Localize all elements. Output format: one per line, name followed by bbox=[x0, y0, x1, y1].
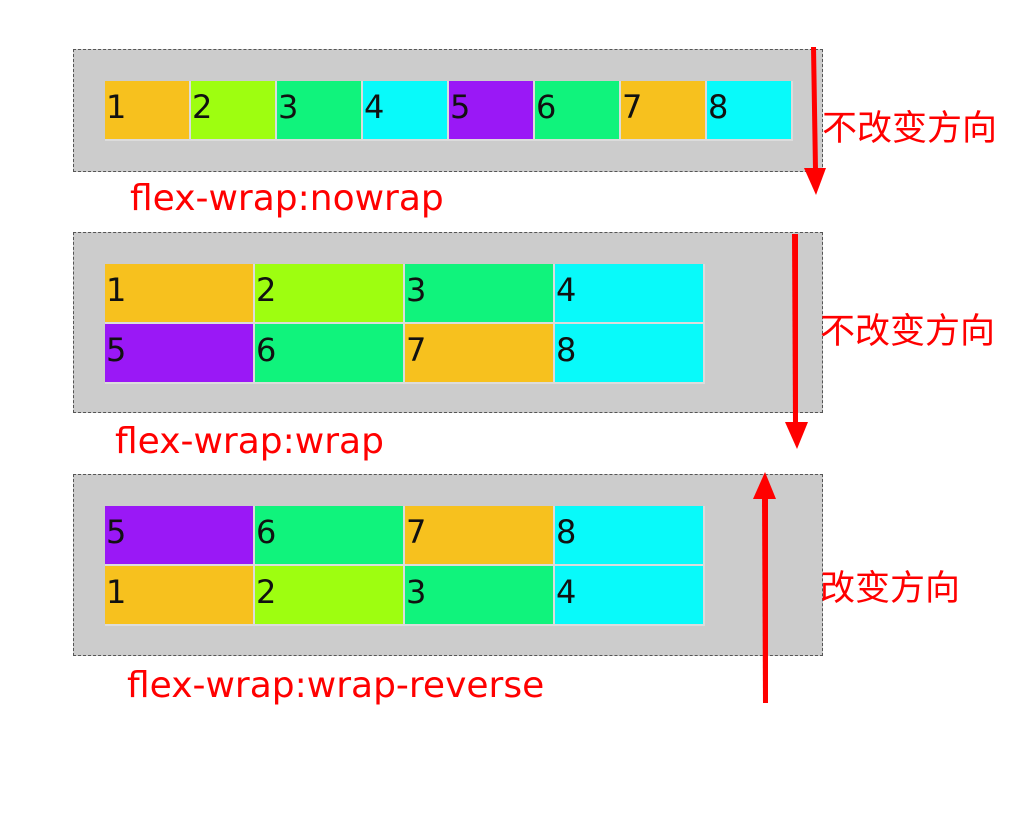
flex-item-7: 7 bbox=[405, 506, 555, 566]
flex-item-1: 1 bbox=[105, 566, 255, 626]
nowrap-direction-note: 不改变方向 bbox=[822, 109, 998, 149]
nowrap-down-arrow bbox=[811, 47, 818, 170]
flex-item-3: 3 bbox=[405, 264, 555, 324]
flex-item-5: 5 bbox=[449, 81, 535, 141]
flex-item-8: 8 bbox=[707, 81, 793, 141]
wrap-caption: flex-wrap:wrap bbox=[115, 421, 384, 462]
flex-item-2: 2 bbox=[255, 566, 405, 626]
flex-item-3: 3 bbox=[277, 81, 363, 141]
flex-item-7: 7 bbox=[621, 81, 707, 141]
flex-item-2: 2 bbox=[255, 264, 405, 324]
flex-item-7: 7 bbox=[405, 324, 555, 384]
wrap-reverse-up-arrow-head bbox=[753, 472, 776, 499]
flex-item-6: 6 bbox=[535, 81, 621, 141]
flex-item-4: 4 bbox=[555, 264, 705, 324]
nowrap-down-arrow-head bbox=[804, 168, 826, 195]
flex-item-1: 1 bbox=[105, 81, 191, 141]
wrap-direction-note: 不改变方向 bbox=[820, 312, 996, 352]
flex-item-5: 5 bbox=[105, 324, 255, 384]
wrap-reverse-caption: flex-wrap:wrap-reverse bbox=[127, 665, 545, 706]
flex-item-1: 1 bbox=[105, 264, 255, 324]
flex-item-5: 5 bbox=[105, 506, 255, 566]
flex-item-4: 4 bbox=[555, 566, 705, 626]
wrap-down-arrow bbox=[792, 234, 798, 424]
flex-item-4: 4 bbox=[363, 81, 449, 141]
flex-item-2: 2 bbox=[191, 81, 277, 141]
flex-item-6: 6 bbox=[255, 506, 405, 566]
wrap-down-arrow-head bbox=[785, 422, 808, 449]
flex-item-3: 3 bbox=[405, 566, 555, 626]
flex-item-8: 8 bbox=[555, 324, 705, 384]
flex-item-8: 8 bbox=[555, 506, 705, 566]
wrap-reverse-direction-note: 改变方向 bbox=[820, 569, 961, 609]
wrap-reverse-up-arrow bbox=[762, 497, 768, 703]
flex-item-6: 6 bbox=[255, 324, 405, 384]
nowrap-caption: flex-wrap:nowrap bbox=[130, 178, 444, 219]
